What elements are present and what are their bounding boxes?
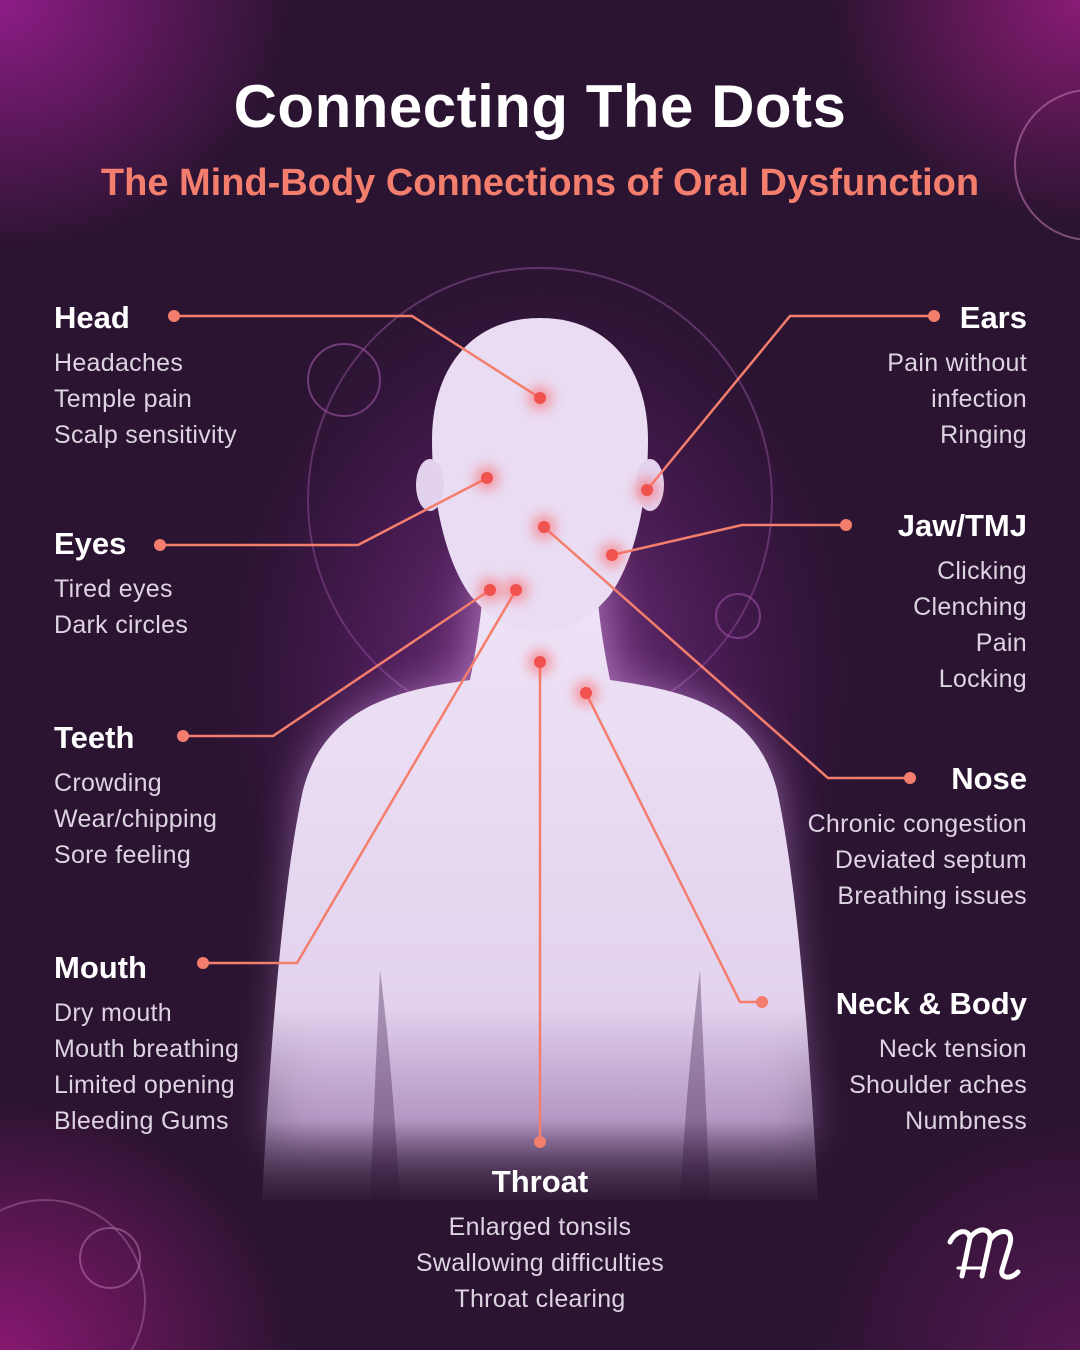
throat-symptom: Swallowing difficulties	[415, 1249, 665, 1277]
mouth-symptom: Dry mouth	[54, 999, 173, 1027]
neck-connector-line	[584, 692, 762, 1004]
mouth-label-dot	[197, 957, 209, 969]
nose-symptom: Breathing issues	[837, 882, 1027, 910]
throat-symptom: Throat clearing	[454, 1285, 626, 1313]
head-body-point	[534, 392, 546, 404]
throat-title: Throat	[491, 1164, 589, 1199]
connector-lines	[154, 310, 940, 1148]
throat-symptom: Enlarged tonsils	[448, 1213, 632, 1241]
ears-symptom: infection	[931, 385, 1027, 413]
throat-body-point	[534, 656, 546, 668]
neck-title: Neck & Body	[835, 986, 1027, 1021]
teeth-connector-line	[183, 588, 491, 738]
ears-connector-line	[646, 314, 934, 491]
eyes-label-dot	[154, 539, 166, 551]
mouth-title: Mouth	[54, 950, 147, 985]
teeth-symptom: Crowding	[54, 769, 163, 797]
nose-title: Nose	[951, 761, 1027, 796]
mouth-symptom: Bleeding Gums	[54, 1107, 229, 1135]
mouth-symptom: Limited opening	[54, 1071, 236, 1099]
neck-symptom: Shoulder aches	[849, 1071, 1027, 1099]
head-symptom: Headaches	[54, 349, 184, 377]
neck-body-point	[580, 687, 592, 699]
neck-label-dot	[756, 996, 768, 1008]
body-point-dots	[475, 386, 659, 705]
eyes-title: Eyes	[54, 526, 127, 561]
m-script-logo-icon	[947, 1227, 1021, 1280]
throat-label-dot	[534, 1136, 546, 1148]
ears-symptom: Ringing	[940, 421, 1027, 449]
nose-body-point	[538, 521, 550, 533]
neck-symptom: Numbness	[905, 1107, 1027, 1135]
page-subtitle: The Mind-Body Connections of Oral Dysfun…	[100, 162, 980, 204]
mouth-body-point	[510, 584, 522, 596]
eyes-symptom: Tired eyes	[54, 575, 173, 603]
body-silhouette	[240, 318, 840, 1210]
head-title: Head	[54, 300, 130, 335]
teeth-label-dot	[177, 730, 189, 742]
eyes-connector-line	[160, 476, 488, 547]
decor-ring-bottom-left	[79, 1227, 141, 1289]
teeth-title: Teeth	[54, 720, 135, 755]
page-title: Connecting The Dots	[233, 73, 847, 140]
decor-ring-bottom-left-large	[0, 1199, 146, 1350]
jaw-body-point	[606, 549, 618, 561]
ears-symptom: Pain without	[887, 349, 1027, 377]
ears-body-point	[641, 484, 653, 496]
head-connector-line	[174, 314, 541, 400]
jaw-symptom: Clicking	[937, 557, 1027, 585]
jaw-title: Jaw/TMJ	[897, 508, 1027, 543]
teeth-symptom: Wear/chipping	[54, 805, 218, 833]
teeth-body-point	[484, 584, 496, 596]
eyes-body-point	[481, 472, 493, 484]
nose-connector-line	[543, 526, 910, 780]
head-label-dot	[168, 310, 180, 322]
teeth-symptom: Sore feeling	[54, 841, 192, 869]
ears-label-dot	[928, 310, 940, 322]
jaw-label-dot	[840, 519, 852, 531]
nose-label-dot	[904, 772, 916, 784]
decor-ring-top-right	[1014, 89, 1080, 241]
neck-symptom: Neck tension	[878, 1035, 1027, 1063]
nose-symptom: Chronic congestion	[807, 810, 1027, 838]
jaw-symptom: Locking	[938, 665, 1027, 693]
jaw-connector-line	[611, 523, 846, 557]
head-symptom: Temple pain	[54, 385, 193, 413]
nose-symptom: Deviated septum	[834, 846, 1027, 874]
mouth-symptom: Mouth breathing	[54, 1035, 240, 1063]
jaw-symptom: Clenching	[913, 593, 1027, 621]
eyes-symptom: Dark circles	[54, 611, 189, 639]
jaw-symptom: Pain	[975, 629, 1027, 657]
mouth-connector-line	[203, 589, 518, 965]
head-symptom: Scalp sensitivity	[54, 421, 237, 449]
ears-title: Ears	[959, 300, 1027, 335]
